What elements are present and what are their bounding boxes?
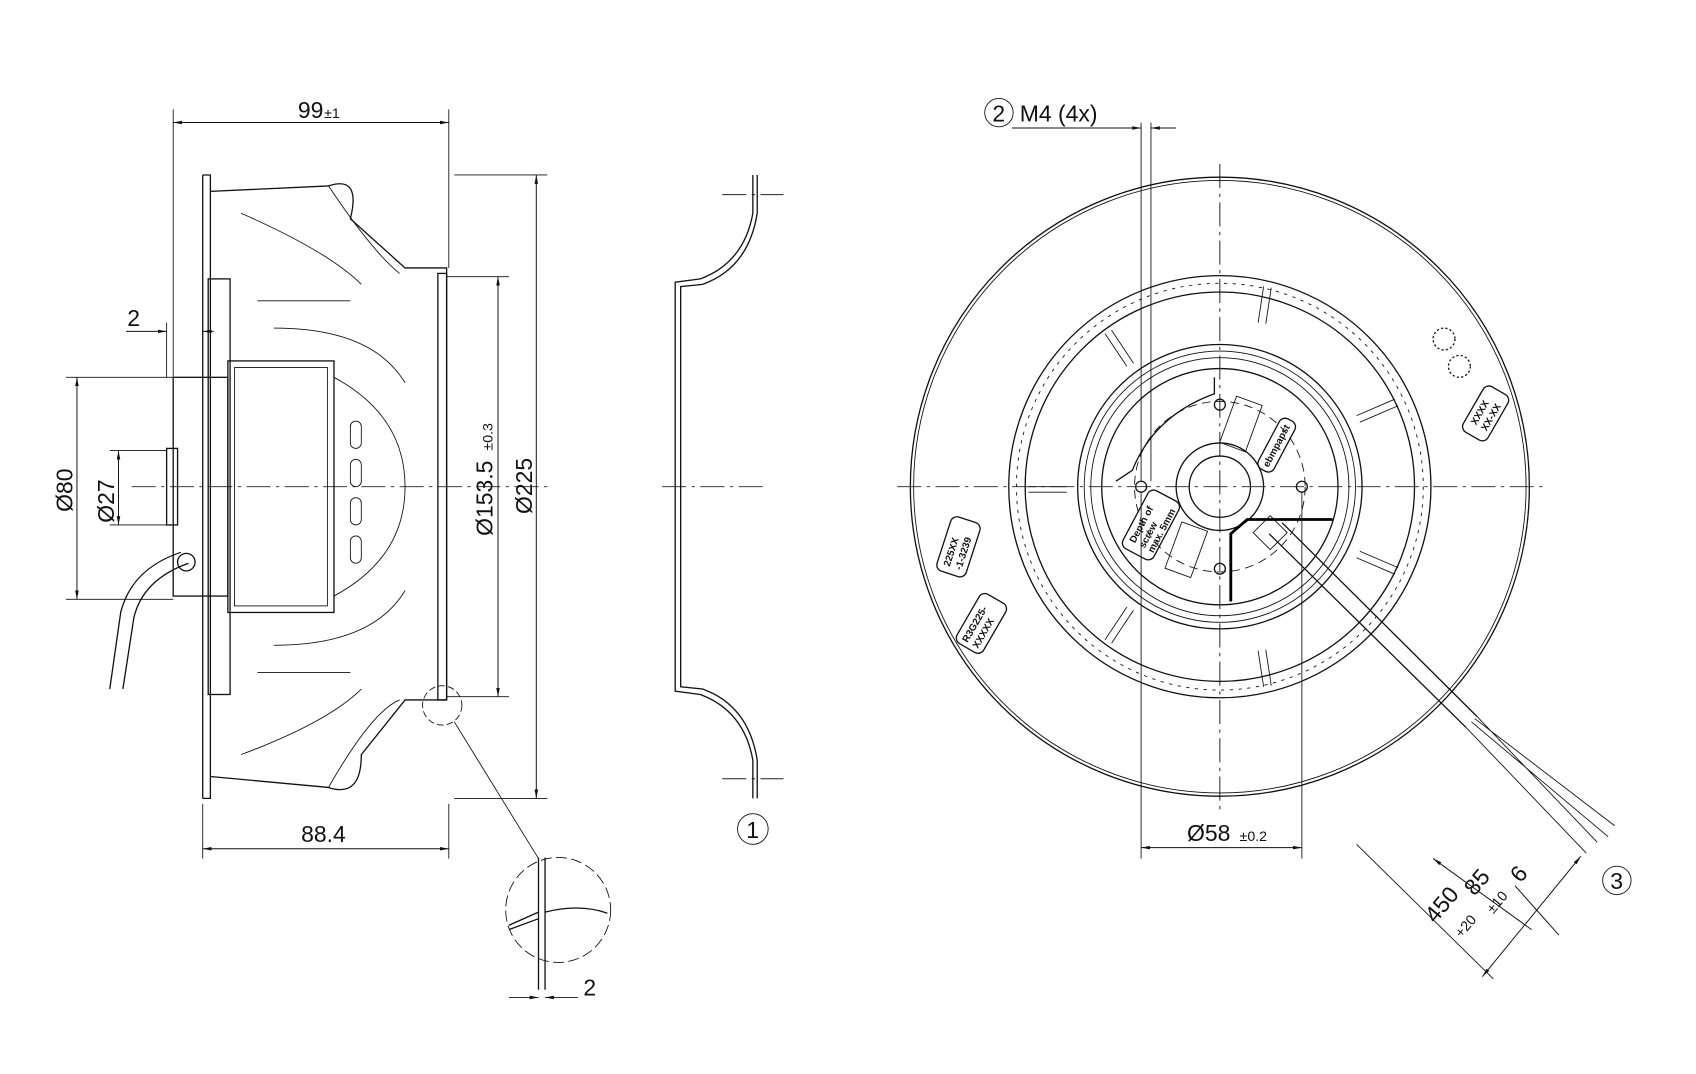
dim-cable-tol: +20 bbox=[1452, 912, 1480, 941]
thread-label: M4 (4x) bbox=[1020, 100, 1098, 126]
dim-outer-dia: Ø225 bbox=[511, 458, 537, 514]
brand-label: ebmpapst bbox=[1257, 417, 1297, 473]
date-label: XXXX XX-XX bbox=[1461, 385, 1510, 442]
dim-shaft-dia: Ø27 bbox=[93, 479, 119, 522]
callout-1: 1 bbox=[746, 817, 759, 843]
dim-inlet-dia: Ø153.5 bbox=[472, 461, 498, 536]
callout-circle-1 bbox=[737, 813, 769, 845]
bearing-symbols bbox=[1432, 327, 1471, 378]
inlet-ring-view: 1 bbox=[662, 174, 784, 845]
callout-3: 3 bbox=[1610, 868, 1623, 894]
type-label: R3G225- XXXXX bbox=[955, 592, 1008, 654]
dim-bolt-circle: Ø58 bbox=[1187, 820, 1230, 846]
dim-inlet-tol: ±0.3 bbox=[481, 423, 497, 451]
dim-flange-offset: 2 bbox=[127, 305, 140, 331]
dim-bolt-tol: ±0.2 bbox=[1240, 829, 1268, 845]
dim-depth: 88.4 bbox=[301, 821, 346, 847]
part-label: 225XX -1-3239 bbox=[936, 516, 981, 578]
dim-width-tol: ±1 bbox=[324, 106, 340, 122]
dim-strip-length: 6 bbox=[1505, 860, 1533, 886]
callout-2: 2 bbox=[992, 100, 1005, 126]
detail-view: 2 bbox=[422, 685, 612, 1000]
dim-gap: 2 bbox=[583, 974, 596, 1000]
dim-wire-length: 85 bbox=[1459, 864, 1495, 900]
front-view: Depth of screw max. 5mm ebmpapst 225XX -… bbox=[897, 97, 1632, 980]
dim-cable-length: 450 bbox=[1419, 881, 1464, 927]
dim-width: 99 bbox=[298, 97, 324, 123]
label-screw-depth: Depth of screw max. 5mm bbox=[1121, 489, 1181, 561]
side-view: 99 ±1 2 Ø80 Ø27 Ø153.5 ±0.3 Ø225 88.4 bbox=[52, 97, 548, 859]
dim-motor-dia: Ø80 bbox=[52, 468, 78, 511]
